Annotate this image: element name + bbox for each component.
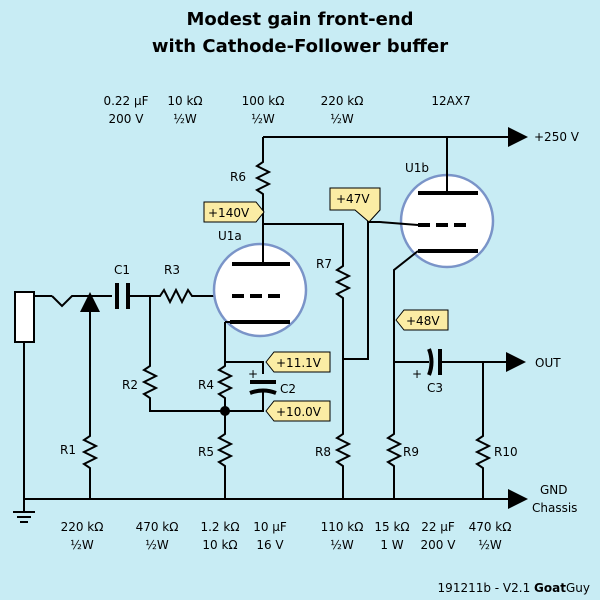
- out-label: OUT: [535, 356, 561, 370]
- footer-author-bold: Goat: [534, 581, 566, 595]
- bottom-value-r2: 470 kΩ: [136, 520, 179, 534]
- supply-label: +250 V: [534, 130, 580, 144]
- u1a-label: U1a: [218, 229, 242, 243]
- r10-label: R10: [494, 445, 518, 459]
- r5-resistor: R5: [198, 411, 234, 499]
- r4-label: R4: [198, 378, 214, 392]
- r10-resistor: R10: [474, 362, 518, 499]
- u1b-tube: U1b: [379, 137, 495, 269]
- bottom-value-r4: 10 kΩ: [202, 538, 237, 552]
- bottom-value-r2-rating: ½W: [145, 538, 169, 552]
- top-value-r3-rating: ½W: [173, 112, 197, 126]
- top-value-r7-rating: ½W: [330, 112, 354, 126]
- top-value-r3: 10 kΩ: [167, 94, 202, 108]
- top-value-r6-rating: ½W: [251, 112, 275, 126]
- top-value-r6: 100 kΩ: [242, 94, 285, 108]
- flag-bias-node-text: +10.0V: [276, 405, 322, 419]
- c1-label: C1: [114, 263, 130, 277]
- r9-resistor: R9: [385, 430, 419, 499]
- bottom-value-c3: 22 µF: [421, 520, 455, 534]
- chassis-label: Chassis: [532, 501, 577, 515]
- r2-label: R2: [122, 378, 138, 392]
- bottom-value-r8-rating: ½W: [330, 538, 354, 552]
- r5-label: R5: [198, 445, 214, 459]
- bottom-value-r1: 220 kΩ: [61, 520, 104, 534]
- r4-resistor: R4: [198, 362, 234, 411]
- flag-cathode-a-text: +11.1V: [276, 356, 322, 370]
- flag-bias-node: +10.0V: [265, 400, 331, 422]
- flag-cathode-a: +11.1V: [265, 351, 331, 373]
- title-line-1: Modest gain front-end: [186, 9, 413, 30]
- title-line-2: with Cathode-Follower buffer: [152, 36, 448, 57]
- flag-plate-a: +140V: [203, 201, 265, 223]
- bottom-value-r9-rating: 1 W: [380, 538, 403, 552]
- r2-resistor: R2: [122, 296, 225, 412]
- r9-label: R9: [403, 445, 419, 459]
- bottom-value-r10: 470 kΩ: [469, 520, 512, 534]
- top-value-c1: 0.22 µF: [103, 94, 148, 108]
- bottom-value-r5-r4: 1.2 kΩ: [200, 520, 239, 534]
- output-terminal: OUT: [506, 352, 561, 372]
- input-jack: [14, 291, 112, 499]
- c2-plus: +: [248, 367, 258, 381]
- flag-cathode-b: +48V: [395, 309, 449, 331]
- r7-label: R7: [316, 257, 332, 271]
- c3-plus: +: [412, 367, 422, 381]
- footer-rev: 191211b - V2.1: [438, 581, 535, 595]
- out-arrow: [506, 352, 526, 372]
- gnd-label: GND: [540, 483, 568, 497]
- flag-grid-b: +47V: [329, 187, 381, 223]
- r8-label: R8: [315, 445, 331, 459]
- top-value-labels: 0.22 µF 200 V 10 kΩ ½W 100 kΩ ½W 220 kΩ …: [103, 94, 470, 126]
- bottom-value-r9: 15 kΩ: [374, 520, 409, 534]
- footer-credit: 191211b - V2.1 GoatGuy: [438, 581, 590, 595]
- flag-cathode-b-text: +48V: [406, 314, 440, 328]
- r8-resistor: R8: [315, 430, 352, 499]
- c2-capacitor: + C2: [225, 361, 296, 412]
- r3-label: R3: [164, 263, 180, 277]
- r1-resistor: R1: [60, 292, 100, 499]
- bottom-value-r8: 110 kΩ: [321, 520, 364, 534]
- ground-arrow: [508, 489, 528, 509]
- c3-label: C3: [427, 381, 443, 395]
- top-value-r7: 220 kΩ: [321, 94, 364, 108]
- input-jack-body: [14, 291, 35, 343]
- c2-label: C2: [280, 382, 296, 396]
- r3-resistor: R3: [148, 263, 214, 305]
- r7-resistor: R7: [316, 257, 352, 433]
- bottom-value-r10-rating: ½W: [478, 538, 502, 552]
- ground-rail: GND Chassis: [13, 483, 577, 523]
- bottom-value-c2: 10 µF: [253, 520, 287, 534]
- supply-arrow: [508, 127, 528, 147]
- chassis-ground-icon: [13, 499, 35, 523]
- bottom-value-labels: 220 kΩ ½W 470 kΩ ½W 1.2 kΩ 10 kΩ 10 µF 1…: [61, 520, 512, 552]
- flag-plate-a-text: +140V: [208, 206, 250, 220]
- r1-label: R1: [60, 443, 76, 457]
- u1a-tube: U1a: [212, 229, 308, 338]
- r6-resistor: R6: [230, 160, 272, 264]
- r6-label: R6: [230, 170, 246, 184]
- bottom-value-r1-rating: ½W: [70, 538, 94, 552]
- top-value-tube: 12AX7: [431, 94, 470, 108]
- bottom-value-c2-rating: 16 V: [256, 538, 284, 552]
- supply-rail: +250 V: [263, 127, 580, 147]
- bottom-value-c3-rating: 200 V: [421, 538, 457, 552]
- u1b-label: U1b: [405, 161, 429, 175]
- flag-grid-b-text: +47V: [336, 192, 370, 206]
- r1-wiper-arrow: [80, 292, 100, 312]
- c3-capacitor: + C3: [394, 348, 510, 395]
- footer-author: Guy: [566, 581, 590, 595]
- c1-capacitor: C1: [114, 263, 158, 309]
- top-value-c1-rating: 200 V: [109, 112, 145, 126]
